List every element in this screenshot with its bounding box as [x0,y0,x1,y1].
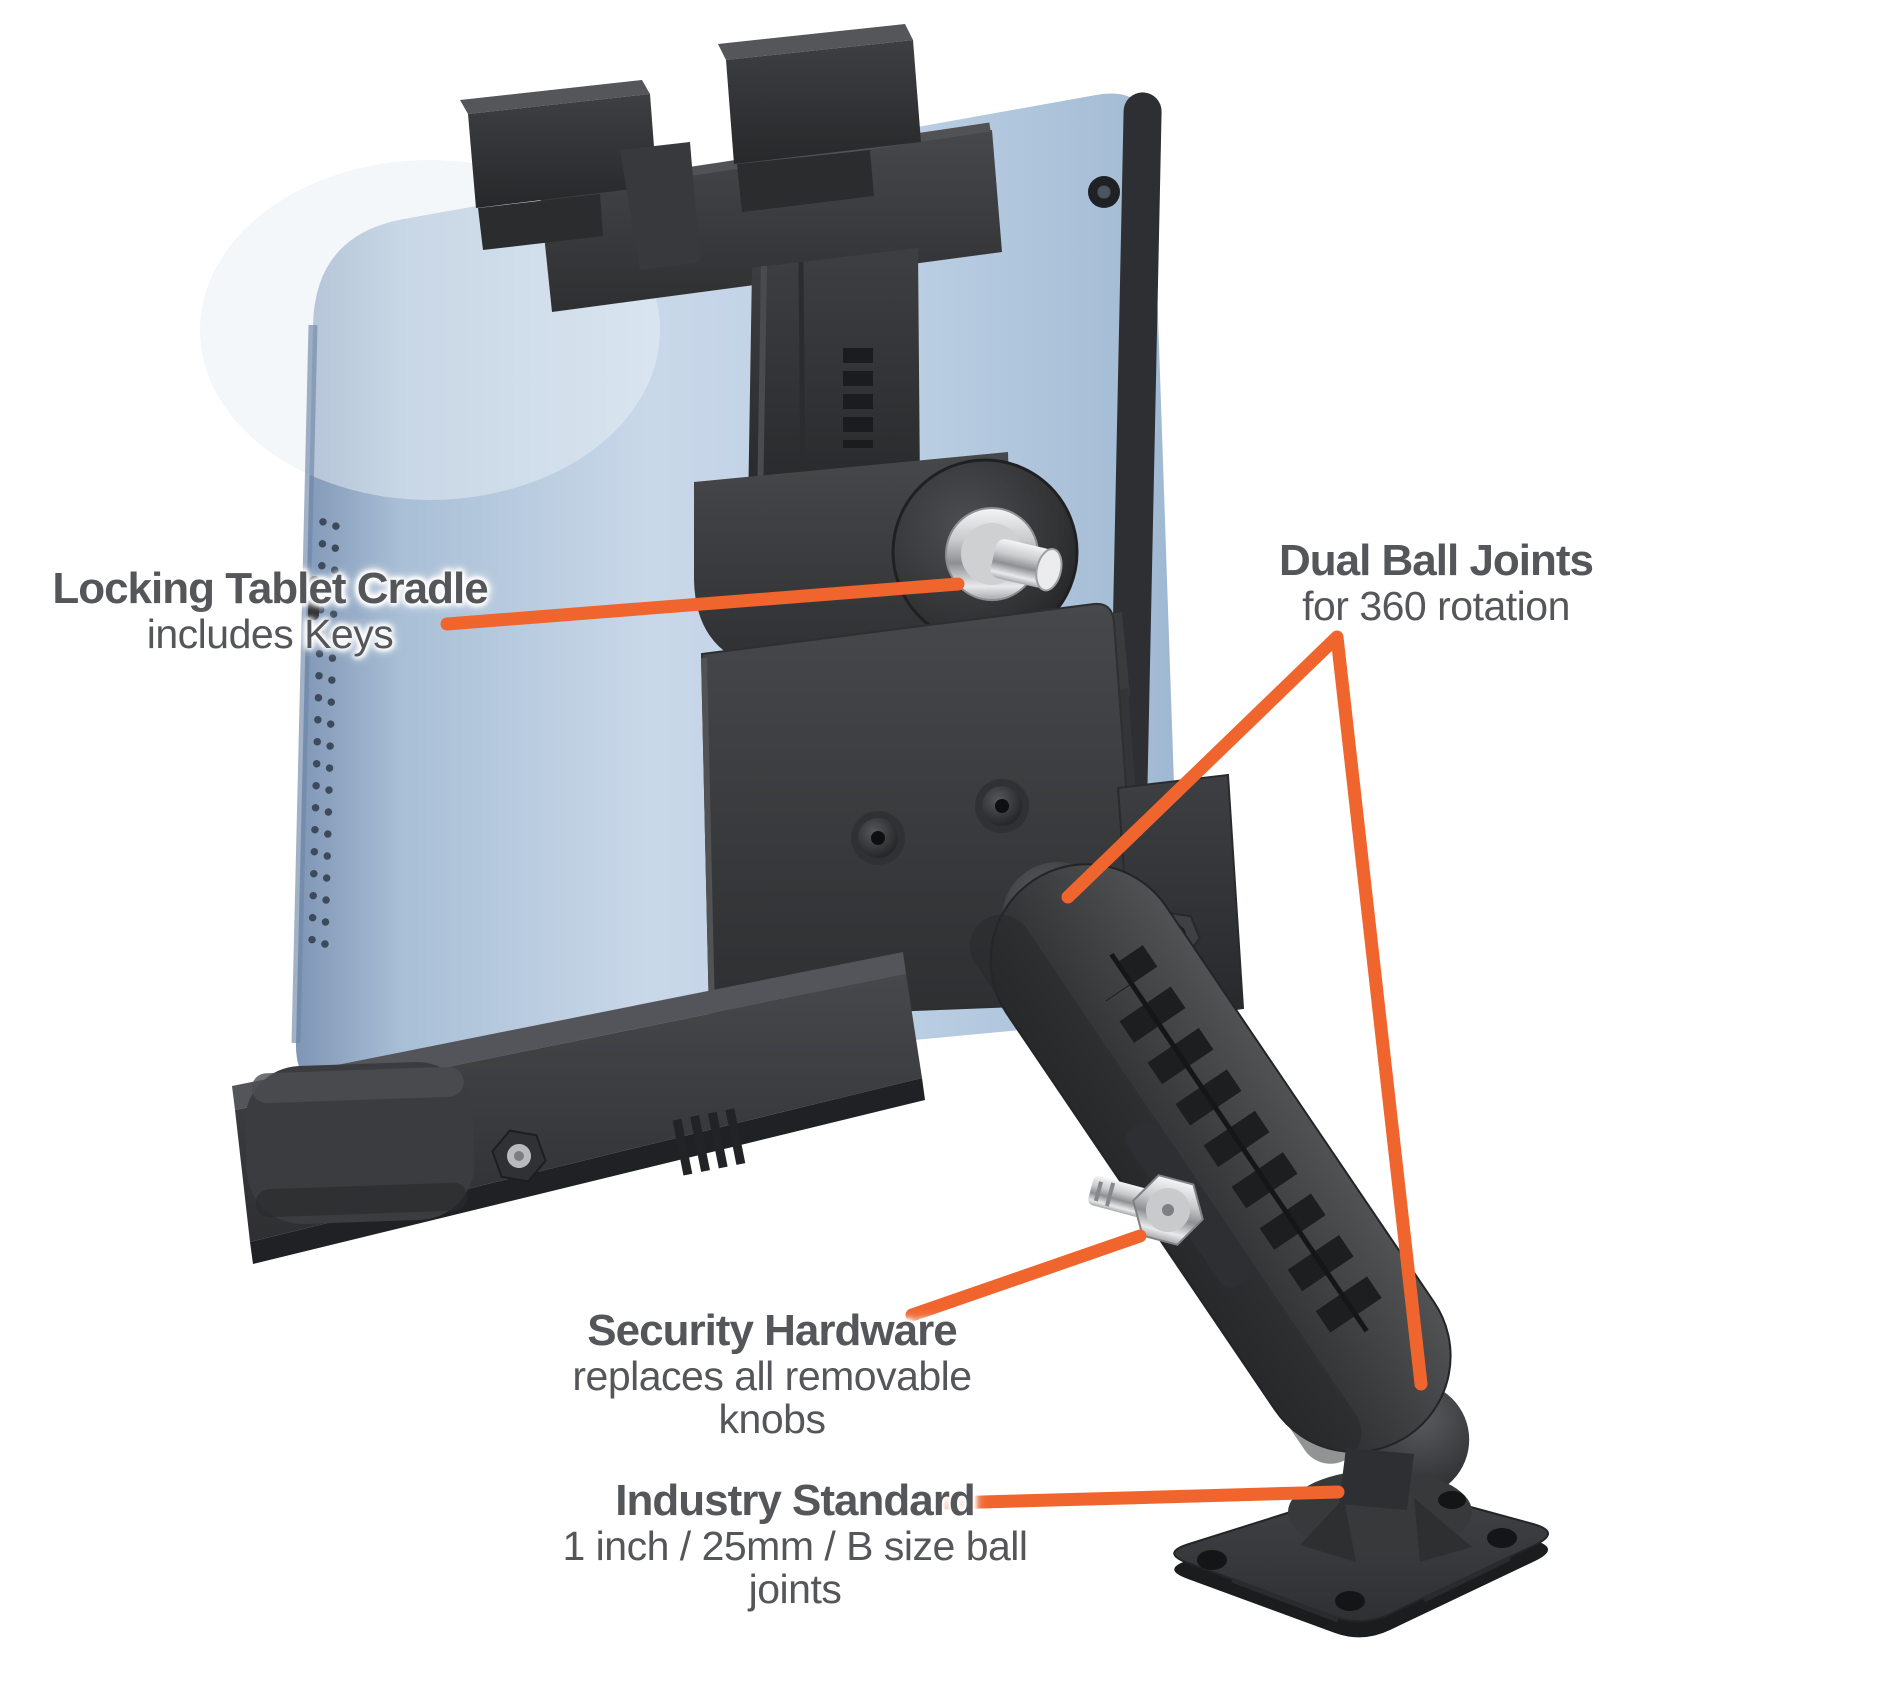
leader-line-locking [440,577,965,631]
callout-security-hardware: Security Hardware replaces all removable… [532,1306,1012,1443]
leader-line-industry [940,1485,1345,1510]
bottom-rail [232,952,925,1264]
bottom-clamp-foot [244,1061,475,1224]
cradle-top-bracket [460,24,1002,512]
tablet-speaker-grille [307,518,340,970]
callout-title: Dual Ball Joints [1278,536,1594,585]
callout-industry-standard: Industry Standard 1 inch / 25mm / B size… [550,1476,1040,1613]
base-stem [1339,1448,1414,1510]
top-clamp-left [460,80,700,270]
base-hole [1438,1491,1466,1509]
base-hole [1197,1550,1227,1570]
plate-screw [851,811,905,865]
callout-title: Locking Tablet Cradle [52,564,488,613]
plate-screw [975,779,1029,833]
locking-knob [694,452,1079,672]
callout-subtitle: for 360 rotation [1302,582,1570,629]
lock-stud [990,539,1063,592]
security-nut [1088,1174,1204,1246]
top-clamp-right [718,24,921,212]
callout-title: Security Hardware [587,1306,957,1355]
rail-hex-bolt [491,1129,547,1183]
rail-lock-teeth [672,1106,754,1176]
base-hole [1487,1528,1517,1548]
arm-teeth [1117,945,1384,1319]
tablet-port [307,576,320,621]
leader-line-dual-ball [1061,630,1428,1391]
callout-dual-ball-joints: Dual Ball Joints for 360 rotation [1196,536,1676,629]
center-stem [748,248,920,512]
callout-subtitle: 1 inch / 25mm / B size ball joints [562,1522,1028,1613]
leader-line-security [905,1229,1147,1322]
callout-locking-tablet-cradle: Locking Tablet Cradle includes Keys [30,564,510,657]
amps-base [1173,1448,1549,1638]
callout-subtitle: includes Keys [146,610,394,657]
leader-lines [440,577,1428,1510]
base-hole [1335,1591,1365,1611]
callout-subtitle: replaces all removable knobs [572,1352,972,1443]
callout-title: Industry Standard [615,1476,976,1525]
tablet-left-edge [291,324,318,1044]
